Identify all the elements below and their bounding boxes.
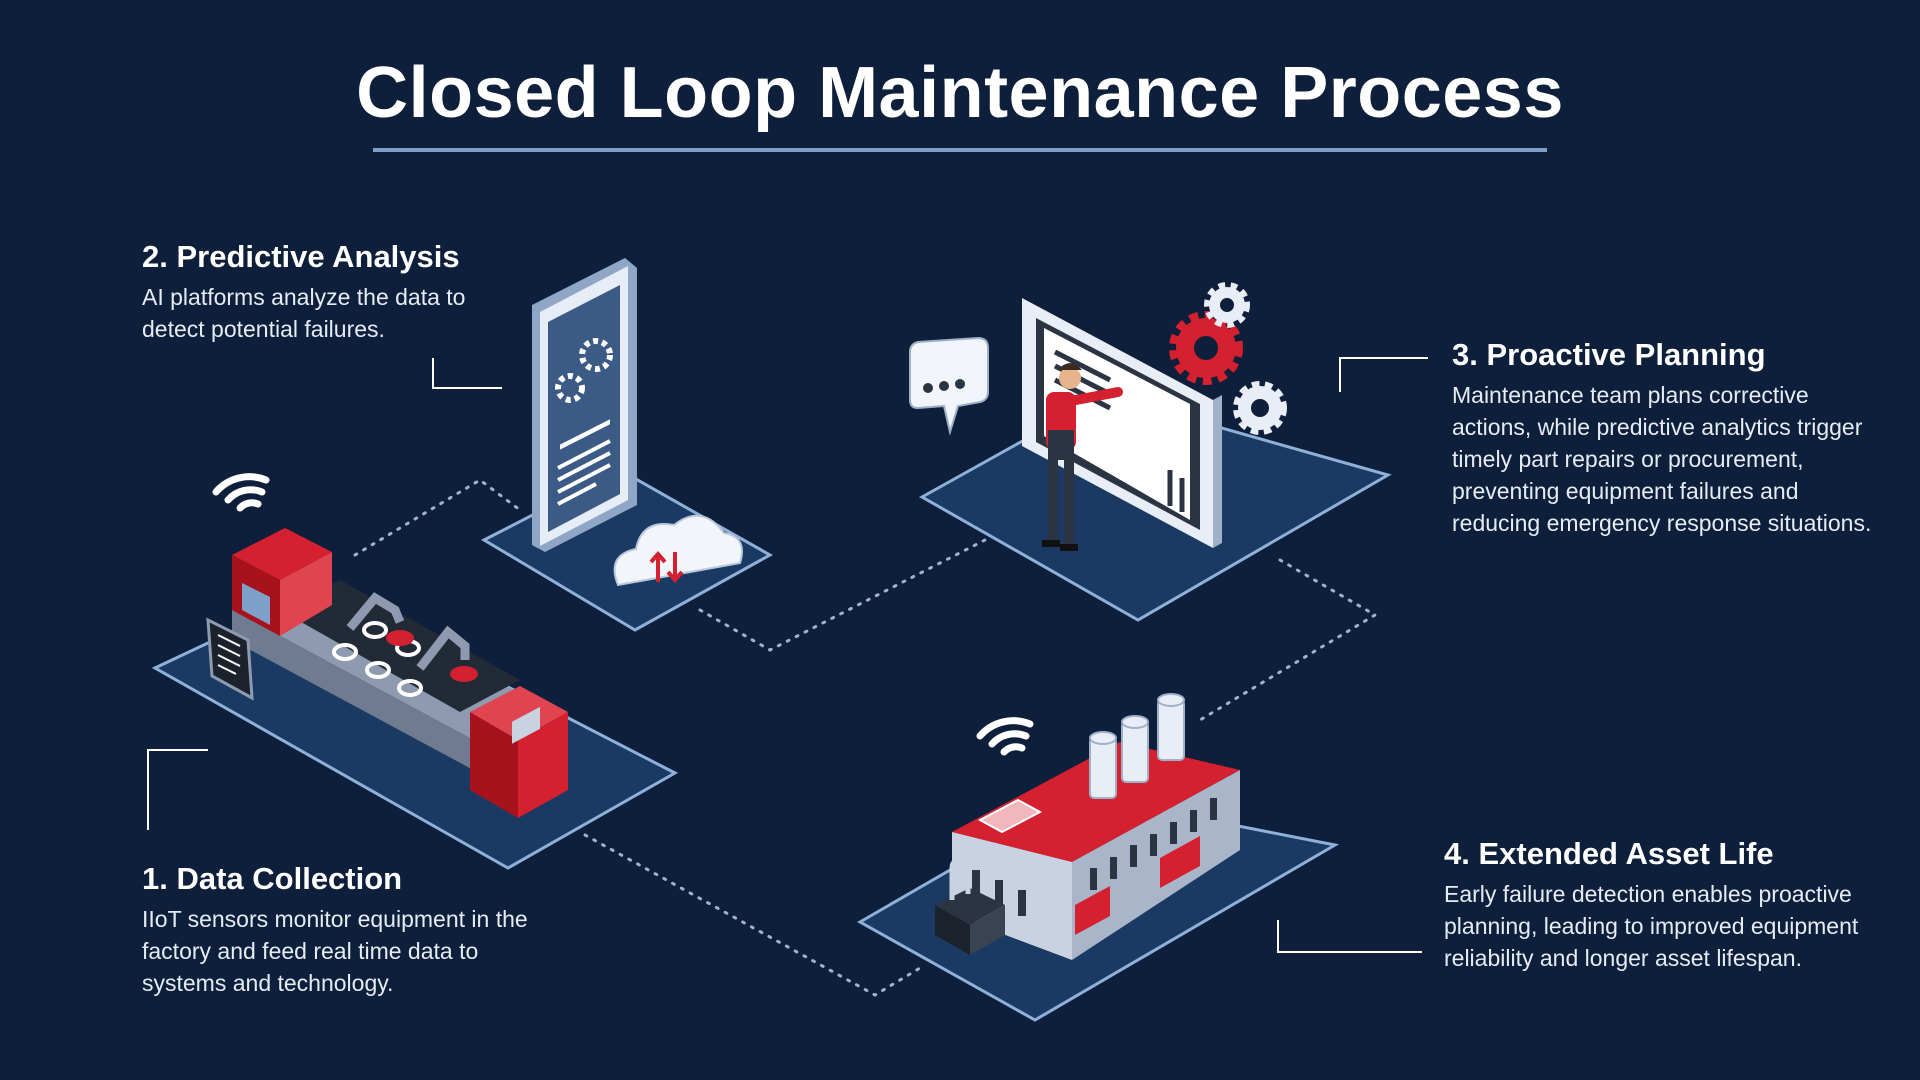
predictive-analysis-illustration	[480, 258, 774, 632]
step-proactive-planning: 3. Proactive Planning Maintenance team p…	[1452, 336, 1872, 539]
step-description: Maintenance team plans corrective action…	[1452, 382, 1872, 537]
factory-icon	[935, 693, 1240, 960]
wifi-icon	[212, 473, 270, 512]
step-heading: 3. Proactive Planning	[1452, 337, 1766, 372]
step-description: AI platforms analyze the data to detect …	[142, 284, 466, 343]
technician-icon	[1042, 363, 1123, 551]
page-title: Closed Loop Maintenance Process	[356, 53, 1564, 133]
wifi-icon	[976, 717, 1034, 756]
gear-icon	[555, 338, 613, 403]
dotted-connectors	[353, 478, 1378, 997]
proactive-planning-illustration	[909, 282, 1392, 622]
data-collection-illustration	[151, 473, 679, 870]
leader-lines	[147, 357, 1428, 953]
step-heading: 2. Predictive Analysis	[142, 239, 460, 274]
gear-icon	[1169, 282, 1287, 435]
step-extended-asset-life: 4. Extended Asset Life Early failure det…	[1444, 835, 1864, 974]
step-description: Early failure detection enables proactiv…	[1444, 881, 1859, 972]
step-heading: 4. Extended Asset Life	[1444, 836, 1774, 871]
step-data-collection: 1. Data Collection IIoT sensors monitor …	[142, 860, 562, 999]
step-description: IIoT sensors monitor equipment in the fa…	[142, 906, 528, 997]
cloud-icon	[613, 514, 743, 587]
tablet-icon	[532, 258, 637, 552]
chat-bubble-icon	[909, 336, 989, 436]
step-heading: 1. Data Collection	[142, 861, 403, 896]
step-predictive-analysis: 2. Predictive Analysis AI platforms anal…	[142, 238, 522, 345]
title-underline	[373, 148, 1547, 152]
conveyor-machine-icon	[206, 528, 568, 818]
robot-arm-icon	[346, 592, 478, 682]
extended-asset-life-illustration	[856, 693, 1340, 1022]
